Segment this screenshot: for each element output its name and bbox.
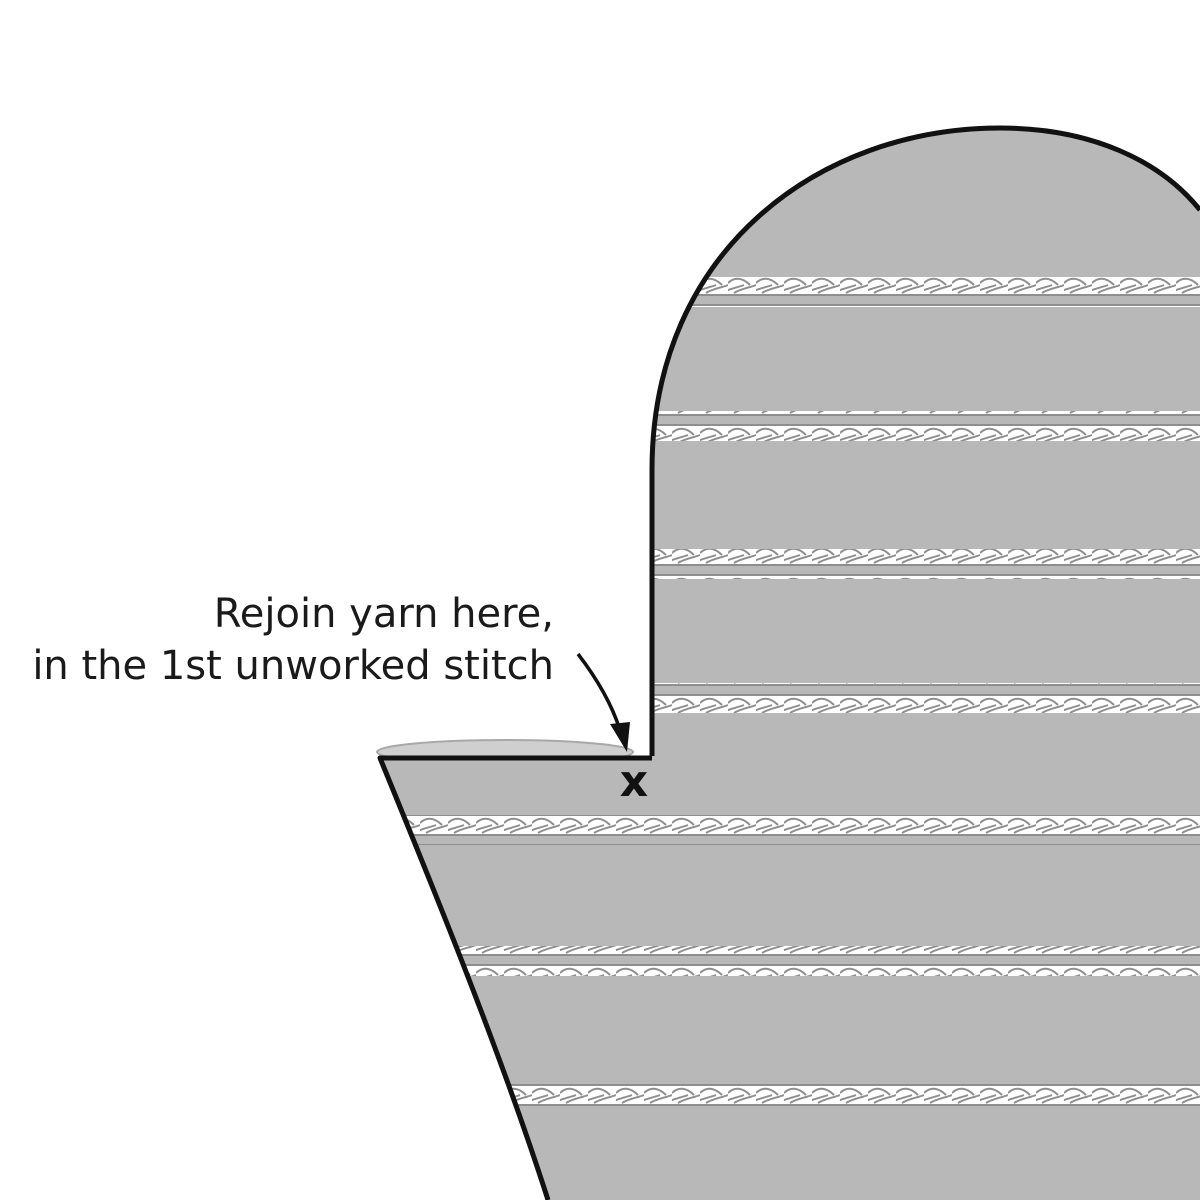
cable-stripe bbox=[380, 277, 1200, 307]
curved-arrow-icon bbox=[576, 652, 630, 752]
cable-stripe bbox=[380, 411, 1200, 441]
label-line-2: in the 1st unworked stitch bbox=[32, 643, 554, 689]
label-line-1: Rejoin yarn here, bbox=[213, 591, 554, 637]
mitten-outline bbox=[377, 125, 1200, 1200]
rejoin-yarn-label: Rejoin yarn here, in the 1st unworked st… bbox=[32, 588, 554, 692]
cable-stripe bbox=[380, 815, 1200, 845]
stitch-marker-x: x bbox=[619, 756, 649, 807]
mitten-body bbox=[380, 128, 1200, 1200]
cable-stripe bbox=[380, 549, 1200, 579]
cable-stripe bbox=[380, 1080, 1200, 1110]
cable-stripe bbox=[380, 946, 1200, 976]
